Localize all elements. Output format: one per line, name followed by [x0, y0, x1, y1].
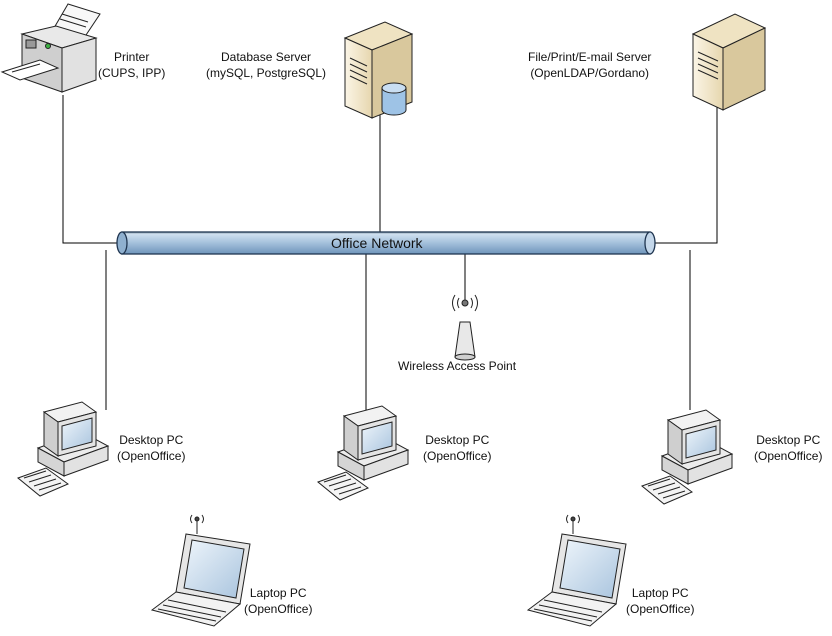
laptop-left-label: Laptop PC (OpenOffice)	[244, 585, 312, 617]
network-label-text: Office Network	[331, 235, 423, 251]
printer-label-line2: (CUPS, IPP)	[98, 66, 166, 80]
office-network-pipe	[116, 231, 656, 255]
wap-label-line1: Wireless Access Point	[398, 359, 517, 373]
laptop-pc-icon-left	[150, 514, 251, 627]
desktop-left-label-line1: Desktop PC	[119, 433, 184, 447]
printer-label: Printer (CUPS, IPP)	[98, 49, 165, 81]
desktop-left-label-line2: (OpenOffice)	[117, 449, 186, 463]
laptop-right-label-line2: (OpenOffice)	[626, 602, 695, 616]
database-cylinder-icon	[381, 82, 407, 116]
wireless-access-point-icon	[452, 294, 478, 361]
desktop-pc-icon-right	[640, 409, 734, 505]
desktop-pc-icon-center	[316, 405, 410, 501]
printer-label-line1: Printer	[114, 50, 150, 64]
db-server-label-line1: Database Server	[221, 50, 312, 64]
desktop-right-label-line2: (OpenOffice)	[754, 449, 823, 463]
file-server-label-line2: (OpenLDAP/Gordano)	[530, 66, 650, 80]
desktop-right-label: Desktop PC (OpenOffice)	[754, 432, 822, 464]
printer-icon	[0, 3, 101, 93]
desktop-left-label: Desktop PC (OpenOffice)	[117, 432, 185, 464]
laptop-pc-icon-right	[526, 514, 627, 627]
laptop-right-label: Laptop PC (OpenOffice)	[626, 585, 694, 617]
network-label: Office Network	[331, 235, 423, 251]
laptop-left-label-line1: Laptop PC	[249, 586, 307, 600]
db-server-label: Database Server (mySQL, PostgreSQL)	[206, 49, 326, 81]
file-server-label-line1: File/Print/E-mail Server	[528, 50, 652, 64]
desktop-right-label-line1: Desktop PC	[756, 433, 821, 447]
connection-lines	[62, 95, 718, 413]
desktop-pc-icon-left	[16, 401, 110, 497]
file-server-label: File/Print/E-mail Server (OpenLDAP/Gorda…	[528, 49, 651, 81]
wap-label: Wireless Access Point	[398, 358, 516, 374]
desktop-center-label-line2: (OpenOffice)	[423, 449, 492, 463]
file-server-icon	[691, 13, 767, 111]
printer-link	[62, 95, 118, 244]
desktop-center-label: Desktop PC (OpenOffice)	[423, 432, 491, 464]
desktop-center-label-line1: Desktop PC	[425, 433, 490, 447]
db-server-label-line2: (mySQL, PostgreSQL)	[206, 66, 327, 80]
laptop-left-label-line2: (OpenOffice)	[244, 602, 313, 616]
laptop-right-label-line1: Laptop PC	[631, 586, 689, 600]
file-server-link	[654, 104, 718, 244]
